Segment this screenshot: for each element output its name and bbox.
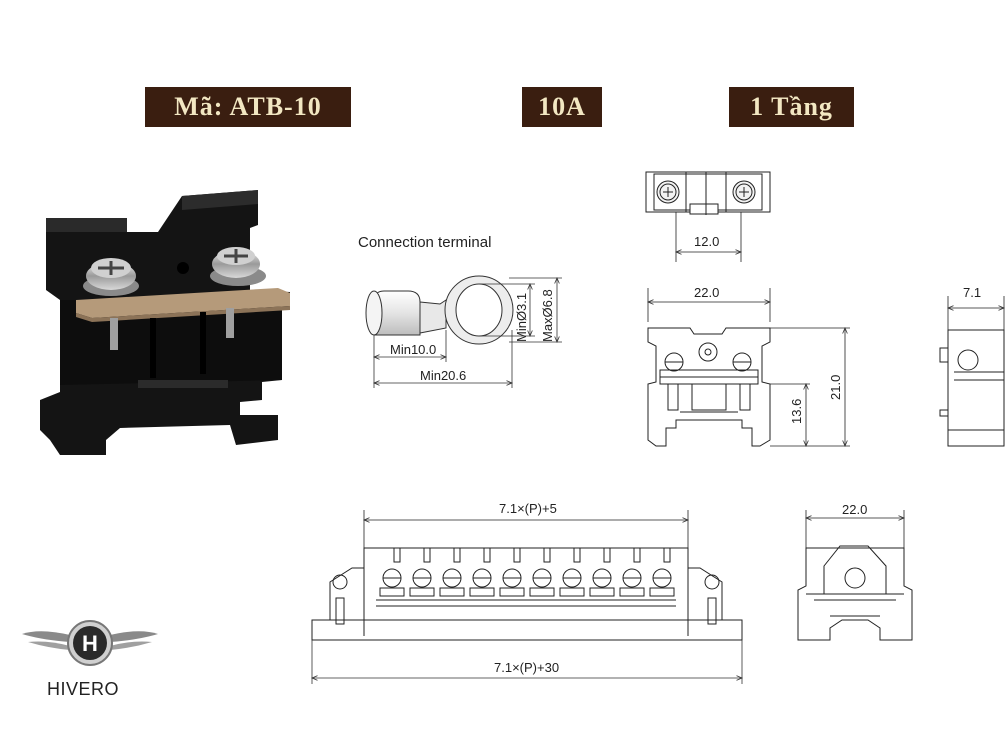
strip-total-length-label: 7.1×(P)+30 xyxy=(494,660,559,675)
pole-clamp xyxy=(649,587,675,597)
pole-barrier xyxy=(453,547,461,563)
side-view-drawing xyxy=(939,296,1004,447)
top-view-drawing xyxy=(645,171,771,262)
terminal-block-photo xyxy=(40,190,290,455)
pole-clamp xyxy=(499,587,525,597)
side-width-label: 7.1 xyxy=(963,285,981,300)
strip-poles xyxy=(379,547,675,597)
inner-diameter-label: MinØ3.1 xyxy=(514,293,529,342)
model-code-badge: Mã: ATB-10 xyxy=(145,87,351,127)
pole-clamp xyxy=(469,587,495,597)
pole-clamp xyxy=(559,587,585,597)
total-height-label: 21.0 xyxy=(828,375,843,400)
pole-clamp xyxy=(529,587,555,597)
pole-clamp xyxy=(589,587,615,597)
pole-barrier xyxy=(423,547,431,563)
logo-letter: H xyxy=(82,631,98,656)
pole-clamp xyxy=(409,587,435,597)
pole-barrier xyxy=(543,547,551,563)
hivero-logo: H xyxy=(22,620,158,666)
strip-inner-length-label: 7.1×(P)+5 xyxy=(499,501,557,516)
tier-badge: 1 Tầng xyxy=(729,87,854,127)
pole-barrier xyxy=(513,547,521,563)
pole-barrier xyxy=(483,547,491,563)
brand-name: HIVERO xyxy=(47,679,120,699)
end-width-label: 22.0 xyxy=(842,502,867,517)
pole-barrier xyxy=(393,547,401,563)
current-rating-badge: 10A xyxy=(522,87,602,127)
pole-barrier xyxy=(663,547,671,563)
ring-lug-drawing: Connection terminal MinØ3.1 MaxØ6.8 Min1… xyxy=(358,234,562,388)
rail-height-label: 13.6 xyxy=(789,399,804,424)
front-view-drawing xyxy=(648,288,850,446)
pole-barrier xyxy=(573,547,581,563)
top-pitch-label: 12.0 xyxy=(694,234,719,249)
connection-terminal-title: Connection terminal xyxy=(358,234,491,251)
pole-clamp xyxy=(439,587,465,597)
outer-diameter-label: MaxØ6.8 xyxy=(540,289,555,342)
pole-clamp xyxy=(379,587,405,597)
pole-clamp xyxy=(619,587,645,597)
pole-barrier xyxy=(633,547,641,563)
end-view-drawing xyxy=(797,510,913,641)
pole-barrier xyxy=(603,547,611,563)
min-barrel-label: Min10.0 xyxy=(390,342,436,357)
strip-view-drawing xyxy=(311,510,743,641)
front-width-label: 22.0 xyxy=(694,285,719,300)
min-total-length-label: Min20.6 xyxy=(420,368,466,383)
